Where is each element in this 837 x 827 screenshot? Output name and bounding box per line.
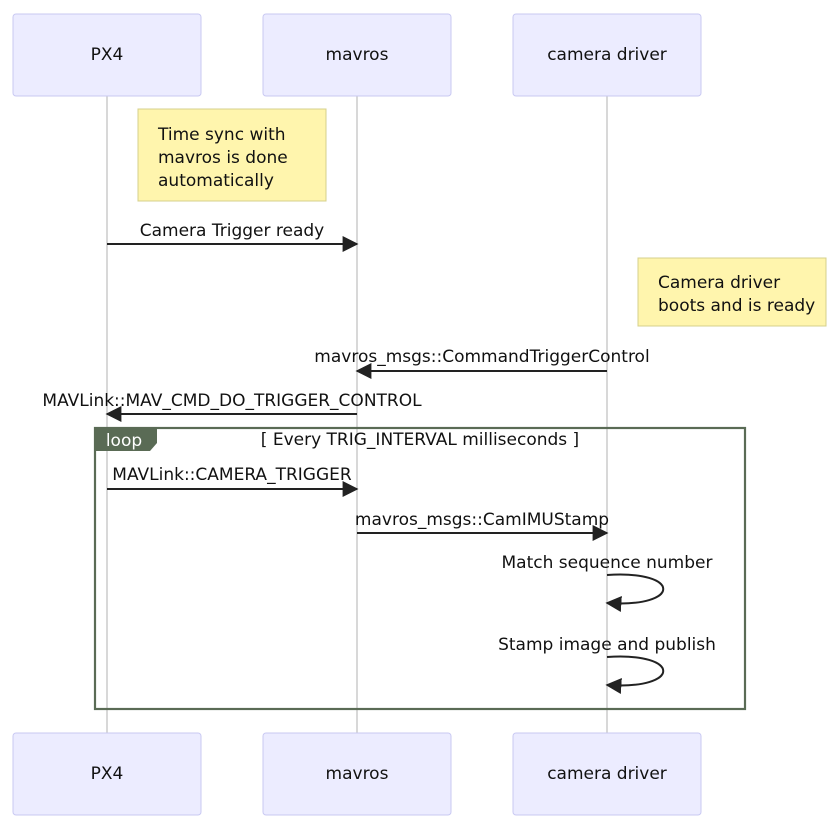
message-arrow-stamp-image-and-publish [605,655,665,694]
message-label-stamp-image-and-publish: Stamp image and publish [498,635,716,655]
actor-mavros-top: mavros [262,13,452,97]
message-label-cam-imu-stamp: mavros_msgs::CamIMUStamp [355,510,609,530]
note-camera-driver-boots: Camera driver boots and is ready [637,257,827,327]
actor-px4-top: PX4 [12,13,202,97]
actor-camera-driver-top-label: camera driver [547,45,667,65]
note-time-sync: Time sync with mavros is done automatica… [137,108,327,202]
message-arrow-match-sequence-number [605,573,665,612]
message-label-match-sequence-number: Match sequence number [502,553,713,573]
message-label-camera-trigger: MAVLink::CAMERA_TRIGGER [112,465,352,485]
loop-frame: loop [ Every TRIG_INTERVAL milliseconds … [93,426,747,711]
actor-px4-bottom-label: PX4 [91,764,124,784]
actor-mavros-bottom: mavros [262,732,452,816]
note-time-sync-line-2: mavros is done [158,148,288,168]
note-camera-driver-boots-line-1: Camera driver [658,273,780,293]
note-camera-driver-boots-line-2: boots and is ready [658,296,815,316]
message-label-camera-trigger-ready: Camera Trigger ready [140,221,325,241]
actor-camera-driver-bottom-label: camera driver [547,764,667,784]
loop-condition: [ Every TRIG_INTERVAL milliseconds ] [261,430,579,450]
message-label-mav-cmd-do-trigger-control: MAVLink::MAV_CMD_DO_TRIGGER_CONTROL [42,391,422,411]
actor-mavros-top-label: mavros [326,45,389,65]
actor-px4-top-label: PX4 [91,45,124,65]
message-label-command-trigger-control: mavros_msgs::CommandTriggerControl [314,347,649,367]
note-time-sync-line-1: Time sync with [157,125,286,145]
actor-mavros-bottom-label: mavros [326,764,389,784]
actor-camera-driver-bottom: camera driver [512,732,702,816]
actor-camera-driver-top: camera driver [512,13,702,97]
loop-tag: loop [106,431,142,451]
note-time-sync-line-3: automatically [158,171,274,191]
actor-px4-bottom: PX4 [12,732,202,816]
